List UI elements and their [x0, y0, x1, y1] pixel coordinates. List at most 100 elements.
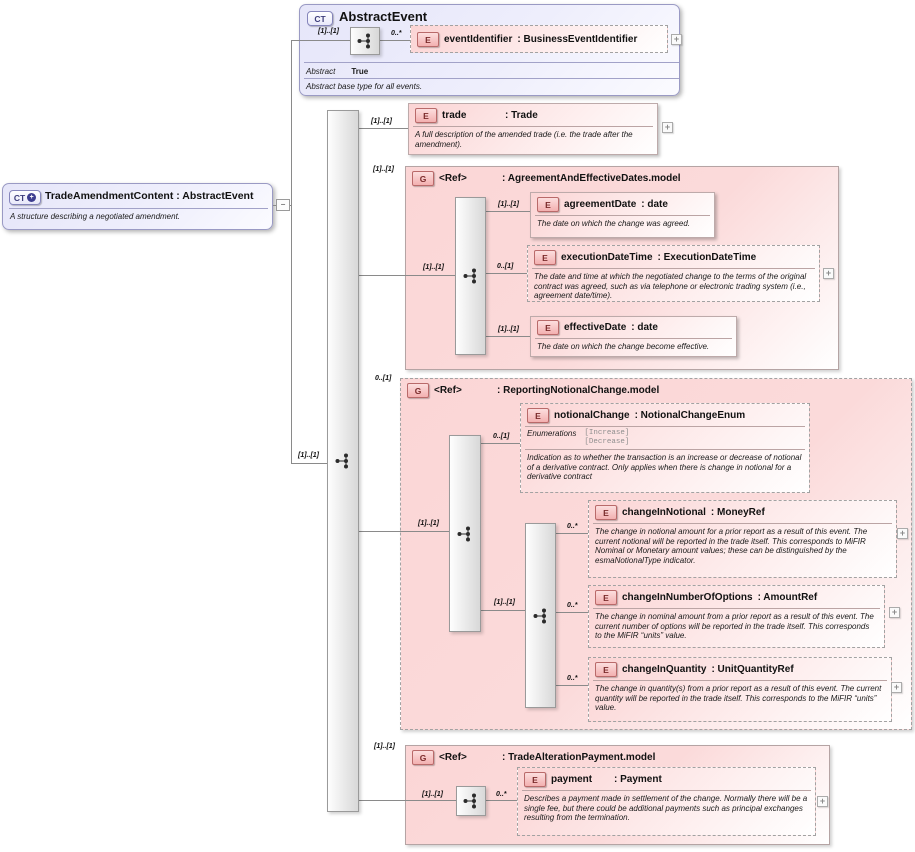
- element-title-row: E agreementDate : date: [531, 193, 714, 214]
- expand-button[interactable]: +: [662, 122, 673, 133]
- group-type: : ReportingNotionalChange.model: [497, 385, 660, 396]
- abstract-label: Abstract: [306, 67, 336, 76]
- cardinality-label: 0..[1]: [493, 433, 510, 440]
- element-name: eventIdentifier: [444, 34, 513, 45]
- sequence-glyph: [357, 33, 370, 49]
- root-title: TradeAmendmentContent : AbstractEvent: [45, 190, 254, 202]
- element-description: Indication as to whether the transaction…: [527, 453, 802, 481]
- divider: [304, 62, 679, 63]
- group-title-row: G <Ref> : AgreementAndEffectiveDates.mod…: [406, 167, 838, 188]
- cardinality-label: [1]..[1]: [498, 326, 519, 333]
- element-type: : NotionalChangeEnum: [634, 410, 746, 421]
- element-badge: E: [524, 772, 546, 787]
- element-trade[interactable]: E trade : Trade A full description of th…: [408, 103, 658, 155]
- enumerations-row: Enumerations [Increase] [Decrease]: [521, 427, 809, 448]
- group-title-row: G <Ref> : TradeAlterationPayment.model: [406, 746, 829, 767]
- expand-button[interactable]: +: [891, 682, 902, 693]
- divider: [535, 338, 732, 339]
- cardinality-label: 0..*: [391, 30, 402, 37]
- element-title-row: E changeInQuantity : UnitQuantityRef: [589, 658, 891, 679]
- element-type: : Trade: [505, 110, 538, 121]
- element-type: : date: [631, 322, 658, 333]
- connector-line: [484, 211, 530, 212]
- connector-line: [357, 531, 449, 532]
- connector-line: [291, 463, 327, 464]
- enumerations-label: Enumerations: [527, 429, 577, 438]
- element-name: trade: [442, 110, 467, 121]
- expand-button[interactable]: +: [897, 528, 908, 539]
- connector-line: [479, 443, 520, 444]
- sequence-icon[interactable]: [456, 786, 486, 816]
- element-description: The date on which the change was agreed.: [537, 219, 690, 228]
- divider: [593, 523, 892, 524]
- element-execution-date-time[interactable]: E executionDateTime : ExecutionDateTime …: [527, 245, 820, 302]
- collapse-toggle[interactable]: −: [276, 199, 290, 211]
- element-title-row: E executionDateTime : ExecutionDateTime: [528, 246, 819, 267]
- connector-line: [484, 800, 517, 801]
- cardinality-label: [1]..[1]: [494, 599, 515, 606]
- element-change-in-quantity[interactable]: E changeInQuantity : UnitQuantityRef The…: [588, 657, 892, 722]
- cardinality-label: 0..*: [496, 791, 507, 798]
- connector-line: [357, 275, 455, 276]
- connector-line: [554, 612, 588, 613]
- element-payment[interactable]: E payment : Payment Describes a payment …: [517, 767, 816, 836]
- expand-button[interactable]: +: [889, 607, 900, 618]
- sequence-compositor-bar[interactable]: [327, 110, 359, 812]
- connector-line: [357, 128, 408, 129]
- ct-badge: CT: [307, 11, 333, 26]
- element-description: The change in quantity(s) from a prior r…: [595, 684, 882, 712]
- connector-line: [484, 336, 530, 337]
- sequence-compositor-bar[interactable]: [525, 523, 556, 708]
- cardinality-label: [1]..[1]: [423, 264, 444, 271]
- element-notional-change[interactable]: E notionalChange : NotionalChangeEnum En…: [520, 403, 810, 493]
- element-name: changeInNotional: [622, 507, 706, 518]
- sequence-glyph: [463, 793, 476, 809]
- divider: [9, 208, 268, 209]
- cardinality-label: [1]..[1]: [298, 452, 319, 459]
- element-change-in-notional[interactable]: E changeInNotional : MoneyRef The change…: [588, 500, 897, 578]
- element-description: A full description of the amended trade …: [415, 130, 633, 149]
- sequence-compositor-bar[interactable]: [449, 435, 481, 632]
- element-name: effectiveDate: [564, 322, 627, 333]
- cardinality-label: 0..*: [567, 675, 578, 682]
- element-badge: E: [415, 108, 437, 123]
- element-title-row: E notionalChange : NotionalChangeEnum: [521, 404, 809, 425]
- root-description: A structure describing a negotiated amen…: [10, 212, 181, 221]
- cardinality-label: [1]..[1]: [373, 166, 394, 173]
- sequence-icon[interactable]: [350, 27, 380, 55]
- cardinality-label: [1]..[1]: [318, 28, 339, 35]
- group-type: : TradeAlterationPayment.model: [502, 752, 656, 763]
- divider: [525, 426, 805, 427]
- sequence-glyph: [335, 453, 348, 469]
- element-change-in-number-of-options[interactable]: E changeInNumberOfOptions : AmountRef Th…: [588, 585, 885, 648]
- element-badge: E: [417, 32, 439, 47]
- connector-line: [484, 273, 527, 274]
- expand-button[interactable]: +: [817, 796, 828, 807]
- divider: [413, 126, 653, 127]
- connector-line: [378, 40, 410, 41]
- group-badge: G: [412, 171, 434, 186]
- group-type: : AgreementAndEffectiveDates.model: [502, 173, 681, 184]
- expand-button[interactable]: +: [671, 34, 682, 45]
- group-badge: G: [412, 750, 434, 765]
- cardinality-label: [1]..[1]: [371, 118, 392, 125]
- cardinality-label: 0..*: [567, 523, 578, 530]
- element-description: Describes a payment made in settlement o…: [524, 794, 808, 822]
- connector-line: [357, 800, 456, 801]
- enumeration-value: [Increase]: [584, 429, 630, 437]
- sequence-compositor-bar[interactable]: [455, 197, 486, 355]
- element-agreement-date[interactable]: E agreementDate : date The date on which…: [530, 192, 715, 238]
- cardinality-label: [1]..[1]: [498, 201, 519, 208]
- element-type: : Payment: [614, 774, 662, 785]
- element-description: The date on which the change become effe…: [537, 342, 710, 351]
- cardinality-label: [1]..[1]: [374, 743, 395, 750]
- element-type: : ExecutionDateTime: [657, 252, 757, 263]
- element-type: : BusinessEventIdentifier: [517, 34, 638, 45]
- element-type: : UnitQuantityRef: [711, 664, 794, 675]
- element-name: payment: [551, 774, 593, 785]
- element-effective-date[interactable]: E effectiveDate : date The date on which…: [530, 316, 737, 357]
- complex-type-trade-amendment-content[interactable]: CT+ TradeAmendmentContent : AbstractEven…: [2, 183, 273, 230]
- element-name: agreementDate: [564, 199, 637, 210]
- element-event-identifier[interactable]: E eventIdentifier : BusinessEventIdentif…: [410, 25, 668, 53]
- expand-button[interactable]: +: [823, 268, 834, 279]
